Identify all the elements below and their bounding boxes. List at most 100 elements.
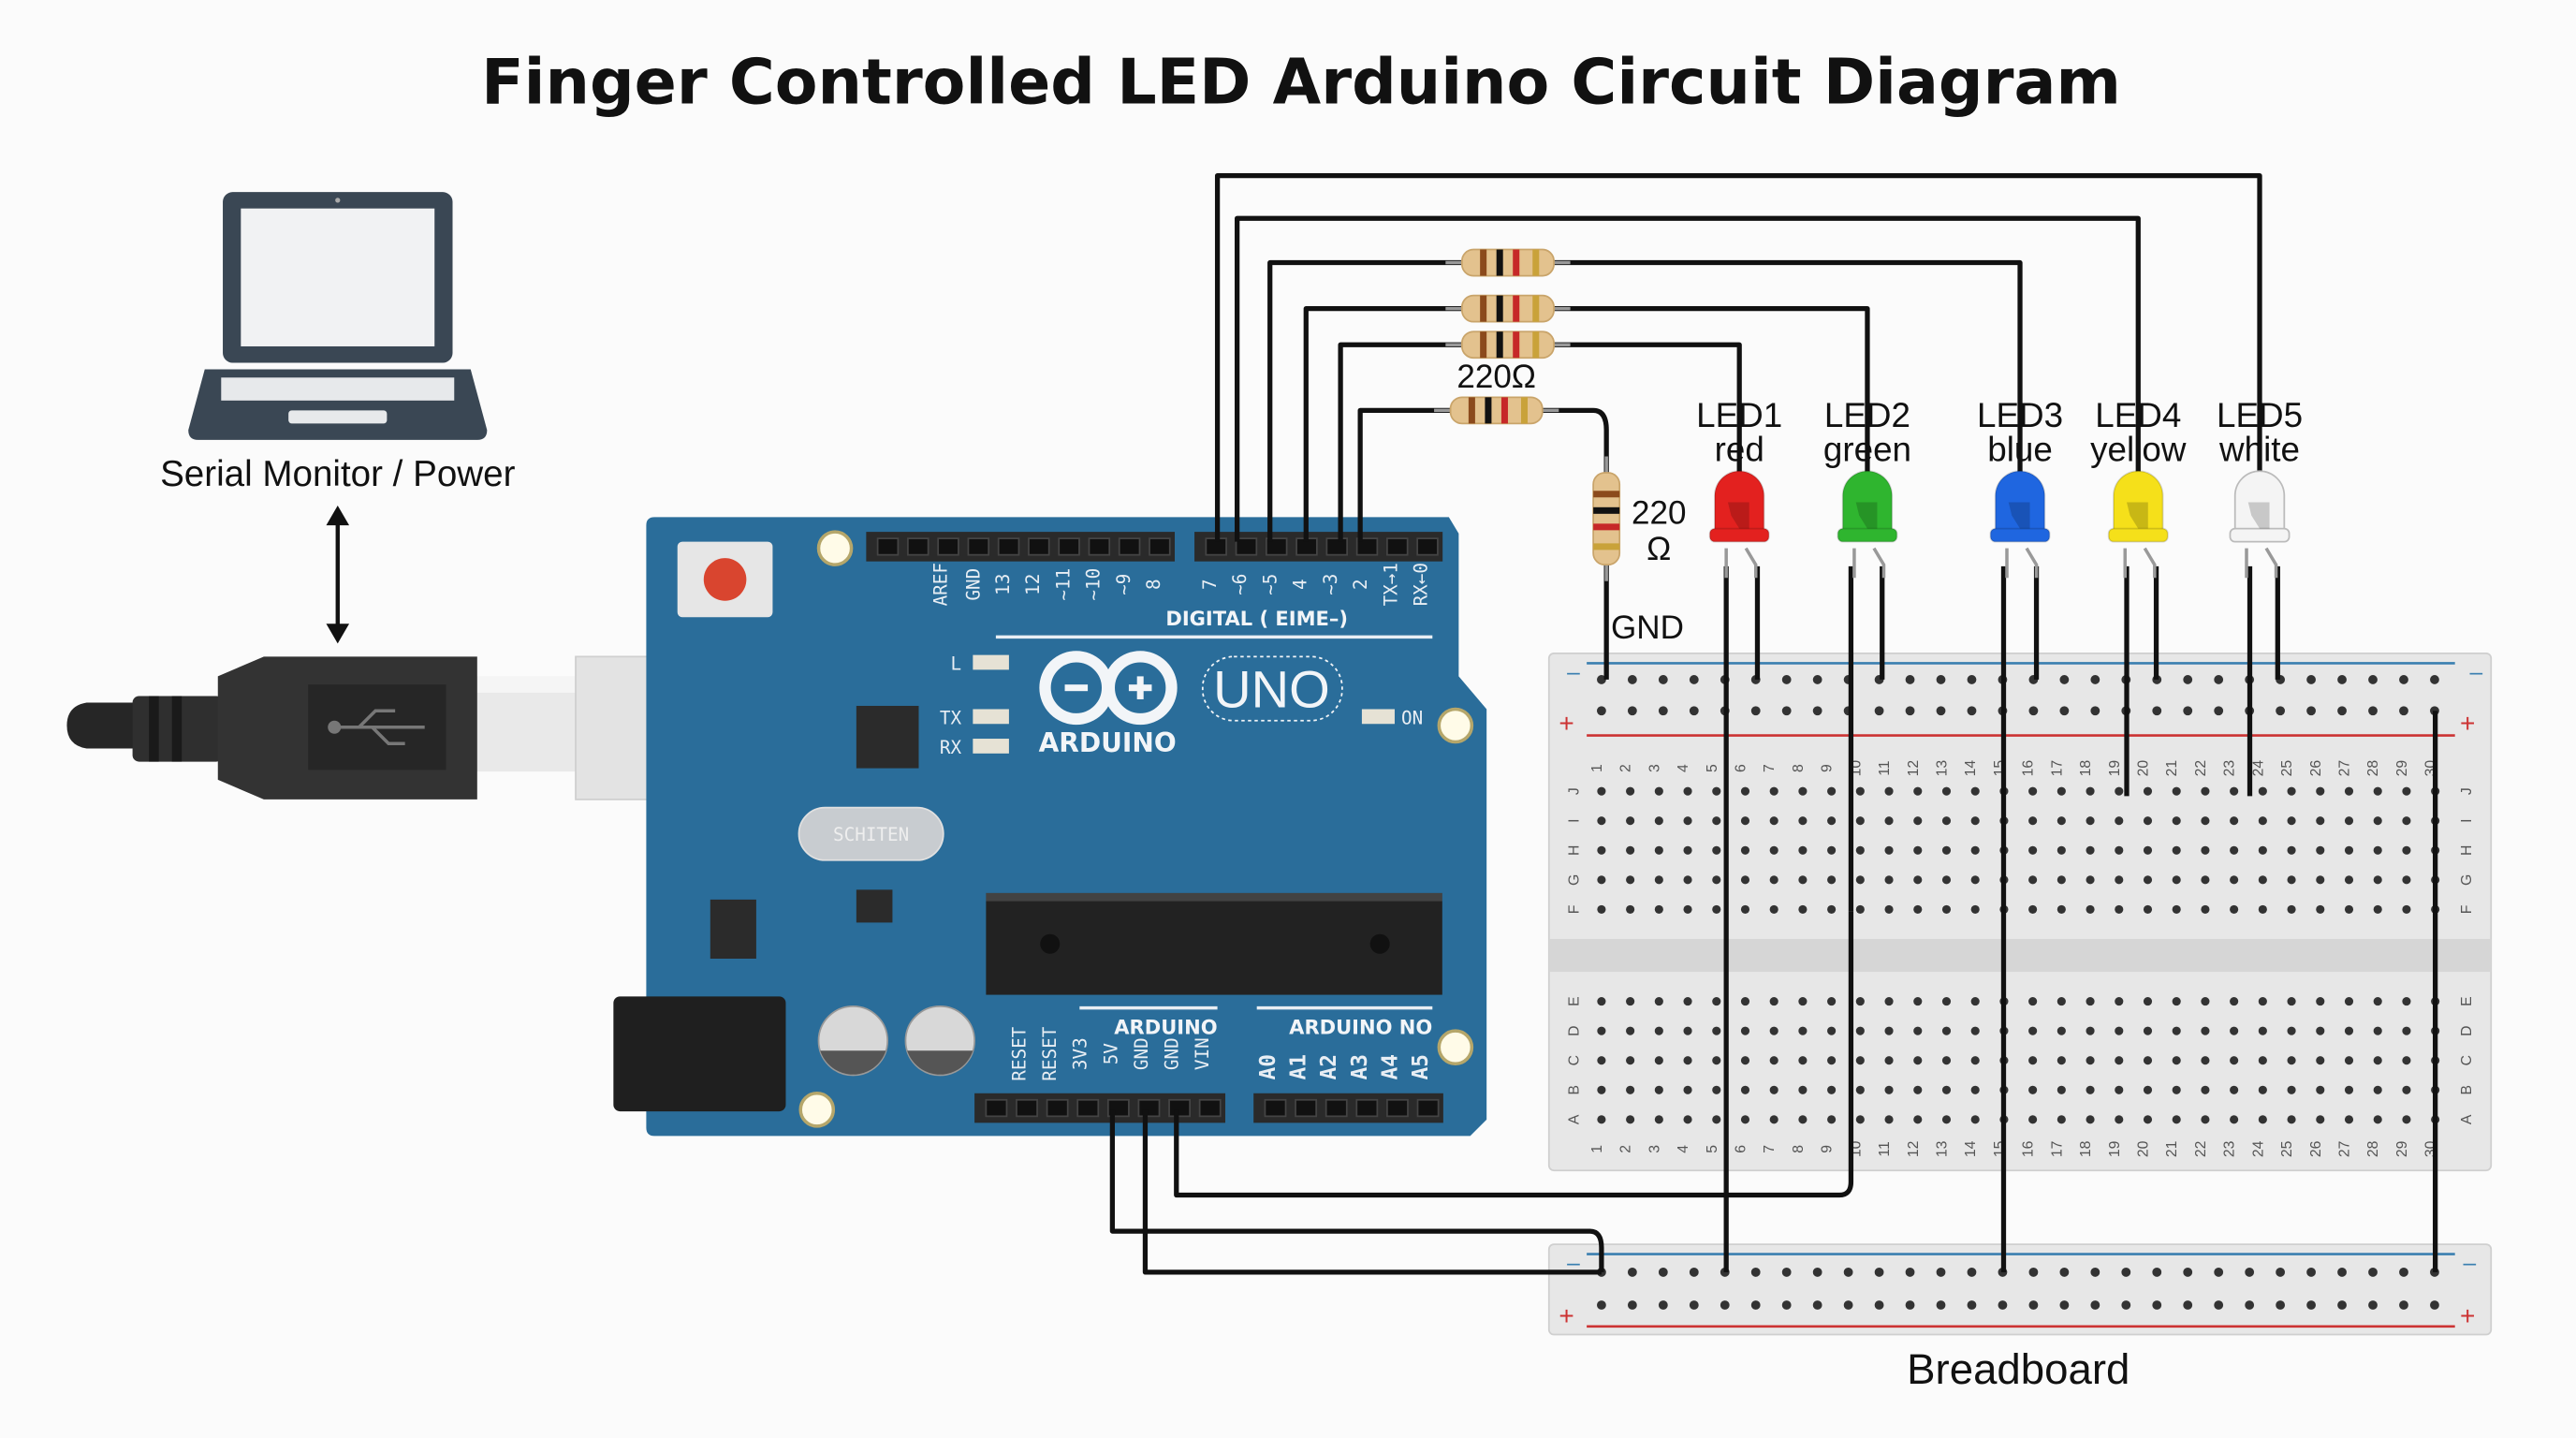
breadboard-hole (2143, 875, 2153, 885)
breadboard-hole (1798, 997, 1808, 1006)
led-legs-right (1754, 565, 2280, 680)
led-name: LED4 (2095, 396, 2181, 434)
breadboard-hole (2172, 904, 2181, 914)
breadboard-hole (1884, 1115, 1894, 1124)
led-body (2113, 470, 2164, 536)
breadboard-hole (2028, 1026, 2038, 1035)
breadboard-hole (1855, 997, 1865, 1006)
small-chip (856, 889, 893, 923)
column-number: 7 (1762, 764, 1778, 772)
breadboard-hole (1683, 786, 1692, 796)
breadboard-hole (1798, 1026, 1808, 1035)
led-rim (1989, 527, 2051, 543)
breadboard-hole (1597, 997, 1606, 1006)
rail-hole (2306, 1267, 2316, 1277)
rail-hole (1967, 1300, 1977, 1310)
breadboard-hole (2373, 997, 2382, 1006)
breadboard-hole (2316, 1056, 2325, 1065)
breadboard-hole (1884, 875, 1894, 885)
rail-hole (2121, 1300, 2131, 1310)
breadboard-hole (2143, 845, 2153, 855)
bidirectional-arrow-icon (326, 506, 350, 644)
breadboard-hole (1970, 904, 1980, 914)
breadboard-hole (2287, 845, 2296, 855)
pin-label-vin: VIN (1192, 1037, 1213, 1070)
breadboard-hole (1654, 816, 1663, 826)
rail-hole (2214, 1300, 2224, 1310)
rail-hole (2337, 706, 2347, 716)
breadboard-hole (2316, 904, 2325, 914)
breadboard-hole (1941, 1026, 1952, 1035)
breadboard-hole (2316, 1115, 2325, 1124)
breadboard-hole (1654, 1056, 1663, 1065)
breadboard-hole (1740, 1056, 1750, 1065)
breadboard-hole (2230, 786, 2239, 796)
rail-hole (2214, 675, 2224, 684)
row-letter-i: I (1566, 819, 1582, 823)
rail-hole (2183, 1300, 2193, 1310)
header-socket (1016, 1098, 1038, 1118)
breadboard-hole (1913, 904, 1923, 914)
rail-hole (1658, 675, 1668, 684)
rail-hole (1812, 1267, 1822, 1277)
column-number: 17 (2049, 760, 2065, 777)
breadboard-hole (1654, 845, 1663, 855)
breadboard-hole (2056, 997, 2066, 1006)
led-color-label: yellow (2090, 431, 2187, 469)
breadboard-hole (2316, 1026, 2325, 1035)
breadboard-hole (2402, 816, 2411, 826)
led-on-label: ON (1401, 707, 1423, 728)
breadboard-hole (1597, 875, 1606, 885)
row-letter-f: F (1566, 905, 1582, 915)
resistor (1445, 294, 1571, 323)
breadboard-hole (1798, 845, 1808, 855)
mounting-hole (1437, 1029, 1474, 1065)
led-name: LED5 (2217, 396, 2303, 434)
reset-button[interactable] (677, 541, 773, 618)
breadboard-hole (2056, 1056, 2066, 1065)
breadboard-hole (2172, 1026, 2181, 1035)
breadboard-hole (1654, 1026, 1663, 1035)
rail-plus-label: + (2460, 709, 2475, 738)
rail-hole (2152, 1267, 2162, 1277)
led-color-label: white (2218, 431, 2300, 469)
pin-label-8: 8 (1143, 579, 1164, 590)
breadboard-hole (2086, 875, 2095, 885)
breadboard-hole (1683, 1085, 1692, 1094)
breadboard-hole (2056, 786, 2066, 796)
header-socket (1137, 1098, 1161, 1118)
header-socket (1416, 537, 1439, 556)
breadboard-hole (1712, 786, 1721, 796)
rail-hole (1874, 706, 1884, 716)
rail-hole (1812, 675, 1822, 684)
breadboard-hole (1597, 786, 1606, 796)
column-number: 7 (1762, 1145, 1778, 1153)
rail-hole (1781, 1267, 1792, 1277)
breadboard-hole (2402, 1115, 2411, 1124)
header-socket (1386, 1098, 1409, 1118)
rail-hole (2214, 706, 2224, 716)
header-socket (1198, 1098, 1222, 1118)
breadboard-hole (2316, 845, 2325, 855)
wire-pin7-led5 (1214, 172, 2262, 542)
breadboard-hole (2028, 845, 2038, 855)
rail-hole (1781, 1300, 1792, 1310)
rail-hole (2337, 675, 2347, 684)
row-letter-a: A (2459, 1114, 2475, 1124)
wire-pin5-led3 (1267, 259, 2023, 542)
pin-label-a2: A2 (1317, 1054, 1341, 1079)
column-number: 11 (1877, 1141, 1893, 1156)
breadboard-hole (2373, 1115, 2382, 1124)
breadboard-hole (2402, 1085, 2411, 1094)
header-socket (1265, 537, 1288, 556)
mounting-hole (798, 1092, 836, 1128)
led-body (1714, 470, 1765, 536)
crystal-label: SCHITEN (833, 824, 909, 845)
column-number: 13 (1934, 1140, 1950, 1157)
breadboard-hole (2056, 1026, 2066, 1035)
rail-plus-label: + (1559, 709, 1573, 738)
pin-label-rx0: RX←0 (1411, 563, 1432, 606)
row-letter-c: C (1566, 1055, 1582, 1065)
breadboard-hole (2344, 1056, 2354, 1065)
